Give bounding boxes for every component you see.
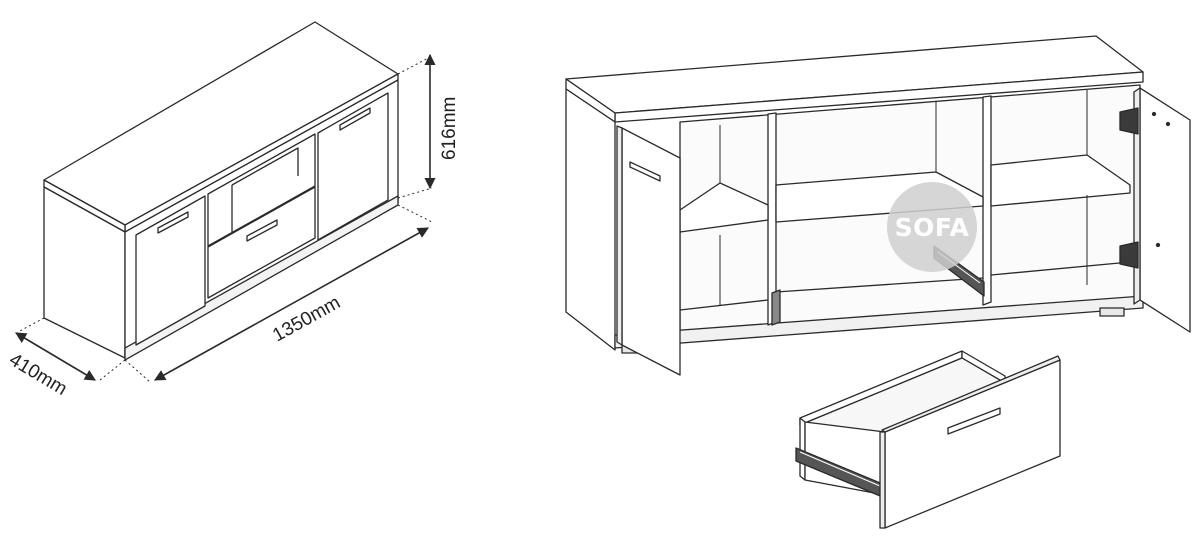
- width-label: 1350mm: [269, 292, 344, 346]
- height-label: 616mm: [439, 97, 460, 160]
- width-arrow: [154, 227, 429, 381]
- carcass-bottom: [614, 295, 1144, 349]
- left-side-panel: [565, 88, 616, 351]
- watermark-text: SOFA: [895, 213, 970, 242]
- hinges: [1119, 107, 1139, 269]
- right-door: [317, 92, 389, 241]
- dimension-arrows: [15, 53, 436, 381]
- hinge-bottom: [1119, 241, 1139, 269]
- hinge-top: [1119, 107, 1139, 135]
- foot-right: [1099, 307, 1125, 317]
- watermark-circle: [887, 182, 977, 272]
- left-door-handle: [629, 161, 661, 182]
- left-door-edge: [616, 125, 623, 346]
- divider-right: [982, 95, 992, 306]
- closed-sideboard: [43, 21, 399, 361]
- depth-label: 410mm: [5, 349, 70, 400]
- right-door-handle: [339, 107, 371, 131]
- drawer-front-handle: [947, 407, 1001, 435]
- watermark-logo: SOFA: [887, 182, 977, 272]
- niche-inner-back: [231, 147, 299, 186]
- right-shelf: [990, 154, 1131, 207]
- drawer-exploded: [795, 350, 1061, 529]
- dimension-guides: [17, 55, 433, 383]
- drawer-front-edge: [879, 431, 886, 529]
- right-door-open: [1139, 87, 1191, 333]
- runner-left: [771, 289, 781, 326]
- depth-arrow: [15, 332, 96, 381]
- drawer-front-top: [881, 355, 1061, 433]
- drawer-side-front: [799, 417, 806, 481]
- open-sideboard: [565, 35, 1191, 376]
